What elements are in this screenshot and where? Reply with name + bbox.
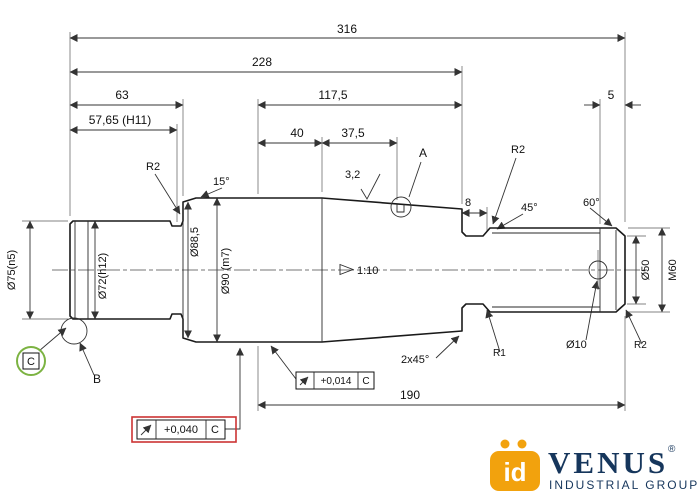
leader-r2-end [625,309,643,345]
label-detail-a: A [419,146,427,160]
leader-r2-neck [491,157,517,225]
leader-2x45 [435,335,460,359]
dimension-lines [25,33,667,410]
leader-60deg [589,207,613,227]
label-roughness-3-2: 3,2 [345,169,360,181]
leader-b [79,342,95,376]
datum-c-box [22,352,40,370]
datum-c: C [16,346,46,376]
label-r2-end: R2 [634,340,647,351]
shaft-geometry [52,173,650,345]
dim-117-5: 117,5 [318,88,347,102]
venus-logo: id VENUS ® INDUSTRIAL GROUP [490,439,699,492]
logo-dot-1 [500,439,510,449]
tolerance-2-datum: C [211,424,219,436]
logo-brand-text: VENUS [548,445,668,480]
tolerance-1-datum: C [362,376,369,387]
label-angle-60: 60° [583,197,600,209]
dim-190: 190 [400,388,420,402]
label-dia10: Ø10 [566,339,587,351]
relief-notch [396,204,405,213]
tolerance-1-value: +0,014 [321,376,352,387]
detail-circle-b [60,317,88,345]
runout-symbol-icon [299,376,309,386]
dim-40: 40 [290,126,304,140]
datum-c-highlight-circle [16,346,46,376]
leader-fcf1 [270,345,297,380]
label-r2-left: R2 [146,161,160,173]
leader-dia10 [585,280,600,341]
runout-symbol-icon [140,424,152,436]
label-r1: R1 [493,348,506,359]
leader-r1 [485,309,501,353]
dim-dia90-m7: Ø90 (m7) [220,248,232,294]
leader-a [408,161,422,198]
datum-c-label: C [27,356,35,368]
leader-15deg [200,187,223,198]
leader-lines [38,157,643,430]
taper-symbol [339,263,355,276]
leader-r2-left [154,173,181,215]
roughness-symbol [360,173,381,200]
dim-dia50: Ø50 [640,260,652,281]
tolerance-frame-2: +0,040 C [131,416,237,443]
tolerance-frame-1: +0,014 C [295,371,375,390]
label-taper-1-10: 1:10 [357,265,378,277]
label-chamfer-2x45: 2x45° [401,354,429,366]
dim-63: 63 [115,88,129,102]
dim-8: 8 [465,197,471,209]
dim-5: 5 [608,88,615,102]
dim-dia75: Ø75(n5) [6,250,18,290]
dim-228: 228 [252,55,272,69]
dim-dia72: Ø72(h12) [97,253,109,299]
logo-registered-mark: ® [668,444,676,455]
logo-icon-text: id [503,457,526,487]
dim-dia88-5: Ø88,5 [189,227,201,257]
label-angle-45: 45° [521,202,538,214]
red-highlight-box [131,416,237,443]
label-angle-15: 15° [213,176,230,188]
detail-circle-a [390,196,412,218]
leader-45deg [496,213,524,230]
dim-316: 316 [337,22,357,36]
logo-subtitle-text: INDUSTRIAL GROUP [549,478,699,492]
label-detail-b: B [93,372,101,386]
logo-dot-2 [517,439,527,449]
logo-icon [490,451,540,491]
dim-37-5: 37,5 [341,126,365,140]
leader-fcf2 [225,347,245,430]
label-r2-neck: R2 [511,144,525,156]
dim-m60: M60 [667,259,679,280]
tolerance-2-value: +0,040 [164,424,198,436]
dim-57-65-h11: 57,65 (H11) [89,113,151,127]
leader-datum-c [38,327,67,352]
